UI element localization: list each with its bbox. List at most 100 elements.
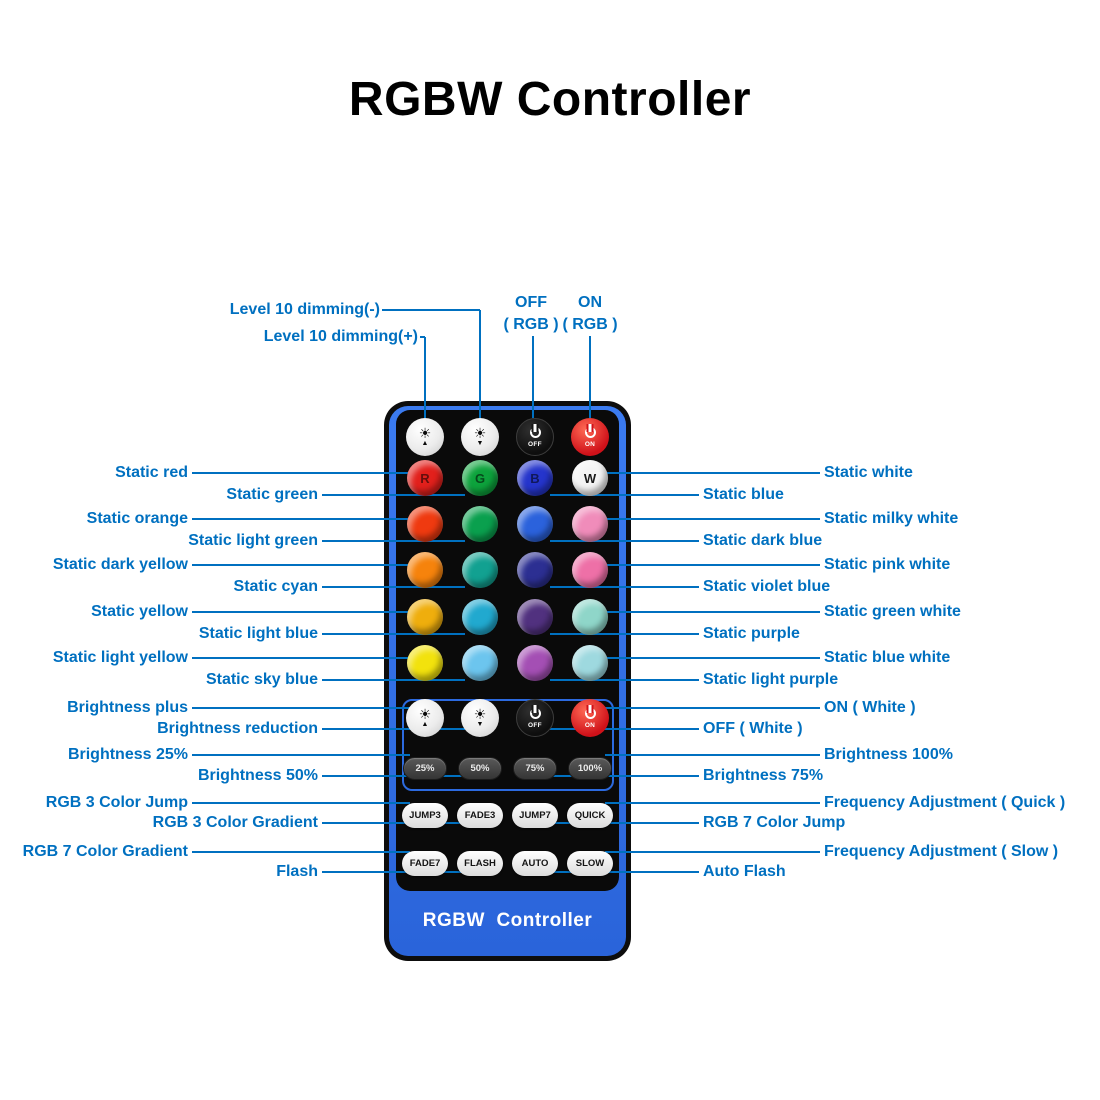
- callout-static-blue: Static blue: [703, 486, 784, 503]
- brightness-reduction-button[interactable]: ☀▼: [461, 699, 499, 737]
- arrow-down-icon: ▼: [476, 721, 484, 728]
- brightness-50-button[interactable]: 50%: [458, 757, 502, 780]
- callout-off: OFF: [515, 294, 547, 311]
- jump3-button[interactable]: JUMP3: [402, 803, 448, 828]
- callout-line: [192, 657, 410, 659]
- static-light-yellow-button[interactable]: [407, 645, 443, 681]
- power-icon: [528, 705, 543, 721]
- callout-static-orange: Static orange: [86, 510, 188, 527]
- static-green-button[interactable]: G: [462, 460, 498, 496]
- callout-on-sub: ( RGB ): [562, 316, 618, 333]
- callout-static-purple: Static purple: [703, 625, 800, 642]
- callout-line: [605, 657, 820, 659]
- level-10-dimming-minus-button[interactable]: ☀▼: [461, 418, 499, 456]
- static-violet-blue-button[interactable]: [517, 552, 553, 588]
- callout-line: [192, 707, 410, 709]
- static-purple-button[interactable]: [517, 599, 553, 635]
- auto-button[interactable]: AUTO: [512, 851, 558, 876]
- static-red-button[interactable]: R: [407, 460, 443, 496]
- slow-button[interactable]: SLOW: [567, 851, 613, 876]
- callout-brightness-75: Brightness 75%: [703, 767, 824, 784]
- fade7-button[interactable]: FADE7: [402, 851, 448, 876]
- on-white-label: ON: [584, 722, 596, 729]
- callout-line: [322, 586, 465, 588]
- callout-static-milky-white: Static milky white: [824, 510, 959, 527]
- callout-line: [322, 679, 465, 681]
- callout-static-dark-blue: Static dark blue: [703, 532, 823, 549]
- callout-rgb-3-color-jump: RGB 3 Color Jump: [45, 794, 188, 811]
- callout-line: [322, 494, 465, 496]
- static-green-white-button[interactable]: [572, 599, 608, 635]
- flash-button[interactable]: FLASH: [457, 851, 503, 876]
- callout-line: [550, 871, 699, 873]
- static-white-button[interactable]: W: [572, 460, 608, 496]
- level-10-dimming-plus-button[interactable]: ☀▲: [406, 418, 444, 456]
- static-blue-button[interactable]: B: [517, 460, 553, 496]
- callout-static-yellow: Static yellow: [91, 603, 188, 620]
- static-sky-blue-button[interactable]: [462, 645, 498, 681]
- key-letter: W: [583, 470, 597, 486]
- callout-on: ON: [578, 294, 602, 311]
- callout-line: [605, 851, 820, 853]
- fade3-button[interactable]: FADE3: [457, 803, 503, 828]
- off-rgb-button[interactable]: OFF: [516, 418, 554, 456]
- callout-static-dark-yellow: Static dark yellow: [52, 556, 188, 573]
- callout-brightness-25: Brightness 25%: [67, 746, 188, 763]
- on-white-button[interactable]: ON: [571, 699, 609, 737]
- static-light-purple-button[interactable]: [517, 645, 553, 681]
- callout-line: [322, 775, 465, 777]
- static-dark-yellow-button[interactable]: [407, 552, 443, 588]
- callout-line: [605, 707, 820, 709]
- quick-button[interactable]: QUICK: [567, 803, 613, 828]
- static-dark-blue-button[interactable]: [517, 506, 553, 542]
- callout-frequency-adjustment-slow: Frequency Adjustment ( Slow ): [824, 843, 1059, 860]
- callout-line: [550, 775, 699, 777]
- static-light-green-button[interactable]: [462, 506, 498, 542]
- callout-on-white: ON ( White ): [824, 699, 916, 716]
- arrow-up-icon: ▲: [421, 721, 429, 728]
- static-blue-white-button[interactable]: [572, 645, 608, 681]
- callout-line: [192, 518, 410, 520]
- remote-brand: RGBW Controller: [422, 910, 593, 931]
- callout-static-green: Static green: [226, 486, 318, 503]
- static-milky-white-button[interactable]: [572, 506, 608, 542]
- callout-static-sky-blue: Static sky blue: [205, 671, 318, 688]
- on-rgb-button[interactable]: ON: [571, 418, 609, 456]
- callout-static-light-green: Static light green: [188, 532, 318, 549]
- callout-brightness-plus: Brightness plus: [67, 699, 188, 716]
- callout-static-white: Static white: [824, 464, 913, 481]
- callout-off-sub: ( RGB ): [503, 316, 559, 333]
- callout-line: [532, 336, 534, 418]
- callout-static-light-yellow: Static light yellow: [52, 649, 188, 666]
- brightness-75-button[interactable]: 75%: [513, 757, 557, 780]
- callout-flash: Flash: [276, 863, 318, 880]
- static-cyan-button[interactable]: [462, 552, 498, 588]
- brightness-25-button[interactable]: 25%: [403, 757, 447, 780]
- callout-static-cyan: Static cyan: [233, 578, 318, 595]
- off-white-label: OFF: [528, 722, 542, 729]
- static-orange-button[interactable]: [407, 506, 443, 542]
- callout-line: [322, 633, 465, 635]
- off-white-button[interactable]: OFF: [516, 699, 554, 737]
- callout-line: [322, 728, 465, 730]
- callout-static-green-white: Static green white: [824, 603, 961, 620]
- brightness-100-button[interactable]: 100%: [568, 757, 612, 780]
- callout-line: [550, 494, 699, 496]
- callout-line: [322, 871, 465, 873]
- power-icon: [528, 424, 543, 440]
- brightness-down-icon: ☀: [473, 425, 487, 441]
- static-yellow-button[interactable]: [407, 599, 443, 635]
- callout-line: [605, 518, 820, 520]
- static-light-blue-button[interactable]: [462, 599, 498, 635]
- callout-line: [550, 679, 699, 681]
- callout-line: [322, 540, 465, 542]
- callout-line: [322, 822, 465, 824]
- off-rgb-label: OFF: [528, 441, 542, 448]
- callout-line: [605, 611, 820, 613]
- brightness-plus-button[interactable]: ☀▲: [406, 699, 444, 737]
- static-pink-white-button[interactable]: [572, 552, 608, 588]
- callout-brightness-reduction: Brightness reduction: [157, 720, 318, 737]
- callout-brightness-100: Brightness 100%: [824, 746, 953, 763]
- jump7-button[interactable]: JUMP7: [512, 803, 558, 828]
